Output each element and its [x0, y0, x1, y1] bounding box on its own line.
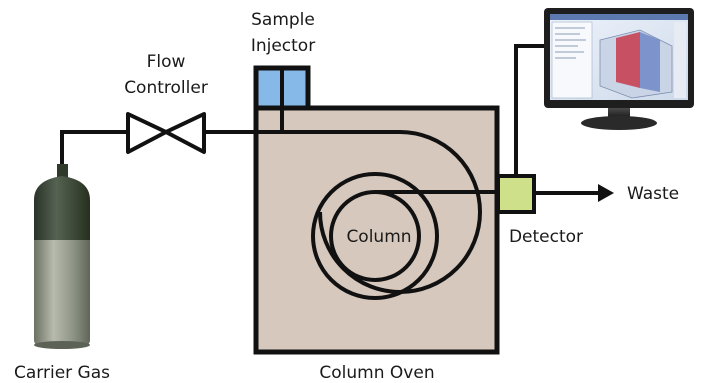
flow-controller-label-line2: Controller	[124, 78, 208, 98]
column-oven-box	[253, 105, 500, 355]
carrier-gas-label: Carrier Gas	[14, 363, 110, 383]
column-oven-label: Column Oven	[319, 363, 434, 383]
sample-injector	[253, 65, 311, 111]
column-label: Column	[346, 227, 411, 247]
waste-arrow	[534, 184, 614, 202]
column-coil	[282, 130, 498, 300]
gas-cylinder-icon	[34, 164, 90, 349]
computer-monitor-icon	[544, 8, 694, 130]
detector-box	[496, 174, 536, 214]
bowtie-valve-icon	[126, 112, 206, 154]
sample-injector-label-line2: Injector	[251, 36, 315, 56]
detector-to-computer-line	[514, 44, 546, 176]
sample-injector-label-line1: Sample	[251, 10, 315, 30]
detector-label: Detector	[509, 227, 583, 247]
carrier-gas-line	[60, 130, 130, 172]
waste-label: Waste	[627, 184, 679, 204]
flow-controller-label-line1: Flow	[147, 52, 186, 72]
